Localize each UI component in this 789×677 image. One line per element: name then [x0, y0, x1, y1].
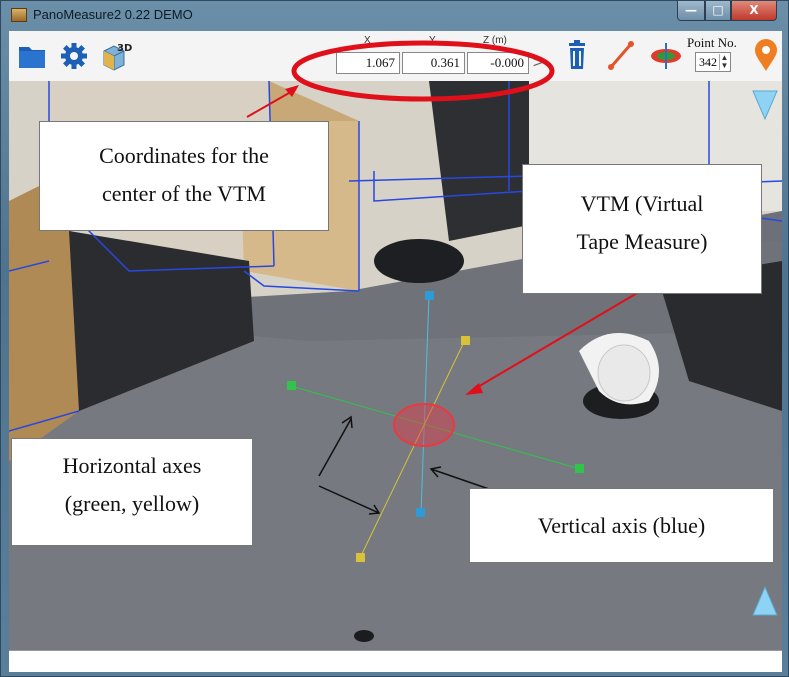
point-no-spinner[interactable]: 342 ▲▼ — [695, 52, 731, 72]
status-bar — [9, 650, 782, 672]
panorama-viewport[interactable]: Coordinates for the center of the VTM VT… — [9, 81, 782, 650]
location-pin-icon — [755, 39, 777, 71]
callout-vtm: VTM (Virtual Tape Measure) — [522, 164, 762, 294]
vtm-gizmo[interactable] — [287, 291, 584, 562]
3d-view-button[interactable]: 3D — [101, 39, 132, 71]
settings-button[interactable] — [59, 39, 89, 71]
next-arrow-button[interactable]: > — [532, 53, 545, 71]
z-coordinate-field[interactable]: -0.000 — [467, 52, 529, 74]
green-axis-handle-left[interactable] — [287, 381, 296, 390]
callout-horizontal-axes: Horizontal axes (green, yellow) — [11, 438, 253, 546]
dark-floor-area — [69, 231, 254, 411]
location-pin-button[interactable] — [751, 39, 781, 71]
yellow-axis-handle-bottom[interactable] — [356, 553, 365, 562]
callout-coordinates: Coordinates for the center of the VTM — [39, 121, 329, 231]
maximize-button[interactable]: □ — [705, 1, 731, 21]
svg-text:3D: 3D — [117, 43, 132, 54]
gear-icon — [61, 43, 87, 69]
yellow-axis-handle-top[interactable] — [461, 336, 470, 345]
window-title: PanoMeasure2 0.22 DEMO — [33, 7, 193, 22]
point-no-label: Point No. — [687, 35, 737, 50]
title-bar[interactable]: PanoMeasure2 0.22 DEMO — □ X — [1, 1, 788, 31]
callout-coordinates-line1: Coordinates for the — [99, 143, 269, 168]
wood-panel — [9, 171, 79, 461]
office-chair — [429, 81, 549, 241]
callout-vtm-line1: VTM (Virtual — [580, 191, 704, 216]
line-icon — [608, 41, 634, 70]
app-icon — [11, 8, 27, 22]
line-measure-button[interactable] — [606, 39, 636, 71]
3d-cube-icon: 3D — [103, 43, 132, 71]
toolbar: 3D X Y Z (m) 1.067 0.361 -0.000 > — [9, 31, 782, 81]
x-header: X — [364, 35, 371, 46]
callout-vtm-line2: Tape Measure) — [576, 229, 708, 254]
trash-icon — [569, 40, 585, 69]
plane-icon — [651, 43, 681, 69]
z-header: Z (m) — [483, 35, 507, 46]
callout-vertical-axis: Vertical axis (blue) — [469, 488, 774, 563]
minimize-button[interactable]: — — [677, 1, 705, 21]
vertical-axis-handle-top[interactable] — [425, 291, 434, 300]
scroll-down-triangle[interactable] — [752, 585, 778, 616]
open-folder-button[interactable] — [17, 39, 47, 71]
scroll-up-triangle[interactable] — [752, 90, 778, 121]
close-button[interactable]: X — [731, 1, 777, 21]
plane-measure-button[interactable] — [649, 39, 681, 71]
y-coordinate-field[interactable]: 0.361 — [402, 52, 465, 74]
delete-button[interactable] — [562, 39, 592, 71]
callout-coordinates-line2: center of the VTM — [102, 181, 266, 206]
callout-horizontal-line1: Horizontal axes — [62, 453, 202, 478]
callout-horizontal-line2: (green, yellow) — [64, 491, 200, 516]
yellow-axis — [359, 339, 466, 559]
spinner-arrows[interactable]: ▲▼ — [719, 53, 729, 70]
folder-icon — [19, 47, 45, 68]
vertical-axis-handle-bottom[interactable] — [416, 508, 425, 517]
annotation-arrows — [246, 85, 650, 515]
x-coordinate-field[interactable]: 1.067 — [336, 52, 400, 74]
green-axis-handle-right[interactable] — [575, 464, 584, 473]
point-no-value: 342 — [699, 55, 717, 69]
vtm-disc[interactable] — [393, 403, 455, 447]
green-axis — [290, 385, 581, 470]
y-header: Y — [429, 35, 436, 46]
